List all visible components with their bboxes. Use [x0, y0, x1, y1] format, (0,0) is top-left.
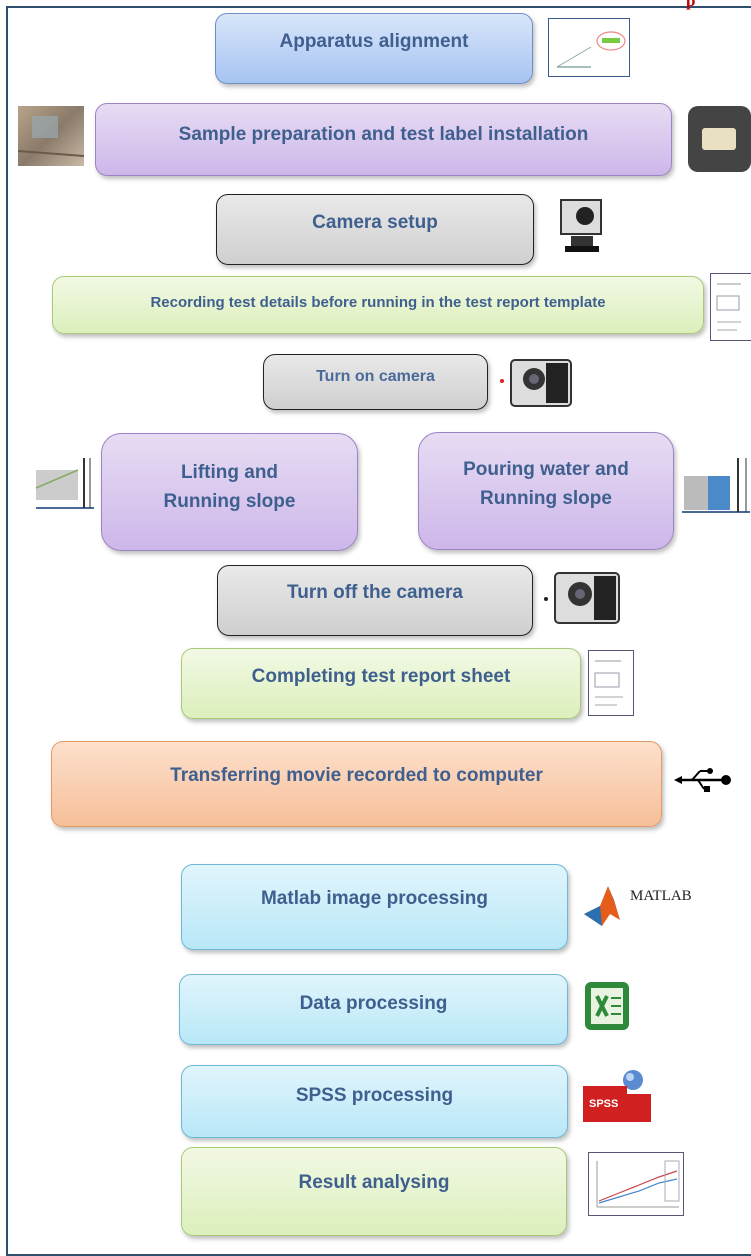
step-sample-preparation: Sample preparation and test label instal… [95, 103, 672, 176]
step-label: Transferring movie recorded to computer [170, 765, 543, 787]
camera-mount-icon [557, 196, 609, 256]
report-sheet-icon [588, 650, 634, 716]
step-transferring-movie: Transferring movie recorded to computer [51, 741, 662, 827]
step-camera-setup: Camera setup [216, 194, 534, 265]
step-label: Completing test report sheet [251, 665, 511, 687]
step-label: SPSS processing [295, 1084, 454, 1106]
step-apparatus-alignment: Apparatus alignment [215, 13, 533, 84]
step-label-line1: Pouring water and [463, 458, 629, 480]
lifting-apparatus-icon [32, 458, 94, 526]
step-label: Sample preparation and test label instal… [178, 123, 589, 145]
step-lifting-running-slope: Lifting and Running slope [101, 433, 358, 551]
step-recording-details: Recording test details before running in… [52, 276, 704, 334]
step-spss-processing: SPSS processing [181, 1065, 568, 1138]
step-label: Camera setup [312, 211, 438, 233]
step-label: Matlab image processing [260, 888, 488, 910]
gopro-camera-off-icon [554, 572, 620, 624]
step-pouring-water-running-slope: Pouring water and Running slope [418, 432, 674, 550]
report-template-icon [710, 273, 751, 341]
step-label-line1: Lifting and [180, 461, 279, 483]
level-tool-icon [548, 18, 630, 77]
result-chart-icon [588, 1152, 684, 1216]
matlab-logo-icon: MATLAB [580, 880, 715, 928]
step-label-line2: Running slope [480, 488, 612, 509]
step-label: Data processing [299, 992, 448, 1014]
spss-logo-icon: SPSS [583, 1066, 655, 1126]
sample-photo-icon [17, 106, 85, 166]
step-turn-off-camera: Turn off the camera [217, 565, 533, 636]
matlab-label: MATLAB [630, 888, 692, 904]
step-label: Turn off the camera [287, 581, 463, 603]
gopro-camera-icon [510, 359, 572, 407]
label-photo-icon [688, 106, 751, 172]
step-turn-on-camera: Turn on camera [263, 354, 488, 410]
step-label: Apparatus alignment [279, 30, 469, 52]
recording-dot [500, 379, 504, 383]
step-label: Result analysing [298, 1171, 450, 1193]
spss-label: SPSS [589, 1098, 619, 1110]
step-label-line2: Running slope [163, 491, 296, 512]
step-completing-report: Completing test report sheet [181, 648, 581, 719]
usb-icon [674, 765, 732, 795]
step-result-analysing: Result analysing [181, 1147, 567, 1236]
camera-off-dot [544, 597, 548, 601]
step-label: Turn on camera [316, 367, 435, 385]
corner-text: p [686, 0, 696, 10]
step-label: Recording test details before running in… [150, 294, 606, 312]
pouring-apparatus-icon [682, 458, 750, 524]
step-data-processing: Data processing [179, 974, 568, 1045]
excel-icon [583, 980, 631, 1032]
step-matlab-processing: Matlab image processing [181, 864, 568, 950]
